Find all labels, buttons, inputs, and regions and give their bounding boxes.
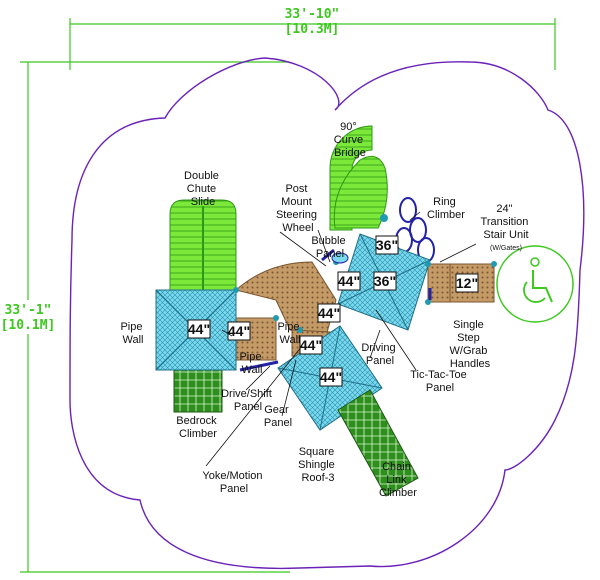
height-labels: 44" 44" 44" 44" 36" 36" 44" 44" 12" (187, 235, 479, 387)
double-chute-slide (169, 199, 237, 293)
label-single-step: Single Step W/Grab Handles (450, 319, 491, 370)
label-curve-bridge: 90° Curve Bridge (334, 121, 366, 159)
depth-m: [10.1M] (1, 318, 56, 333)
use-zone-border (69, 57, 585, 570)
label-tic-tac-toe: Tic-Tac-Toe Panel (410, 369, 470, 394)
height-square-roof: 44" (320, 369, 342, 385)
width-dimension (69, 18, 556, 70)
bedrock-climber (173, 367, 223, 413)
label-steering-wheel: Post Mount Steering Wheel (276, 183, 320, 234)
depth-label-bg (2, 300, 54, 334)
label-pipe-wall-lower: Pipe Wall (239, 351, 264, 376)
height-left-deck: 44" (228, 323, 250, 339)
label-pipe-wall-center: Pipe Wall (277, 321, 302, 346)
bubble-panel (331, 252, 349, 264)
label-transition-stair: 24" Transition Stair Unit (481, 203, 532, 241)
label-yoke-motion: Yoke/Motion Panel (202, 470, 265, 495)
label-pipe-wall-left: Pipe Wall (120, 321, 145, 346)
accessibility-icon (496, 245, 574, 323)
depth-ft: 33'-1" (5, 303, 52, 318)
label-bubble-panel: Bubble Panel (311, 235, 348, 260)
label-driving-panel: Driving Panel (361, 342, 398, 367)
height-center-upper: 44" (338, 273, 360, 289)
height-left-roof: 44" (188, 321, 210, 337)
label-ring-climber: Ring Climber (427, 196, 465, 221)
chain-link-climber (337, 389, 419, 497)
width-m: [10.3M] (285, 22, 340, 37)
label-drive-shift: Drive/Shift Panel (221, 388, 275, 413)
label-double-chute-slide: Double Chute Slide (184, 170, 222, 208)
label-gear-panel: Gear Panel (264, 404, 292, 429)
width-ft: 33'-10" (285, 7, 340, 22)
height-right-upper: 36" (376, 237, 398, 253)
label-bedrock-climber: Bedrock Climber (176, 415, 219, 440)
height-right-roof: 36" (374, 273, 396, 289)
curve-bridge (329, 125, 388, 231)
depth-dimension (20, 61, 290, 573)
label-square-roof: Square Shingle Roof-3 (298, 446, 338, 484)
label-transition-note: (W/Gates) (490, 245, 522, 252)
height-center-lower: 44" (318, 305, 340, 321)
label-chain-climber: Chain Link Climber (379, 461, 417, 499)
height-left-center: 44" (300, 337, 322, 353)
height-stair-platform: 12" (456, 275, 478, 291)
panels (239, 248, 432, 372)
leader-lines (205, 211, 477, 467)
